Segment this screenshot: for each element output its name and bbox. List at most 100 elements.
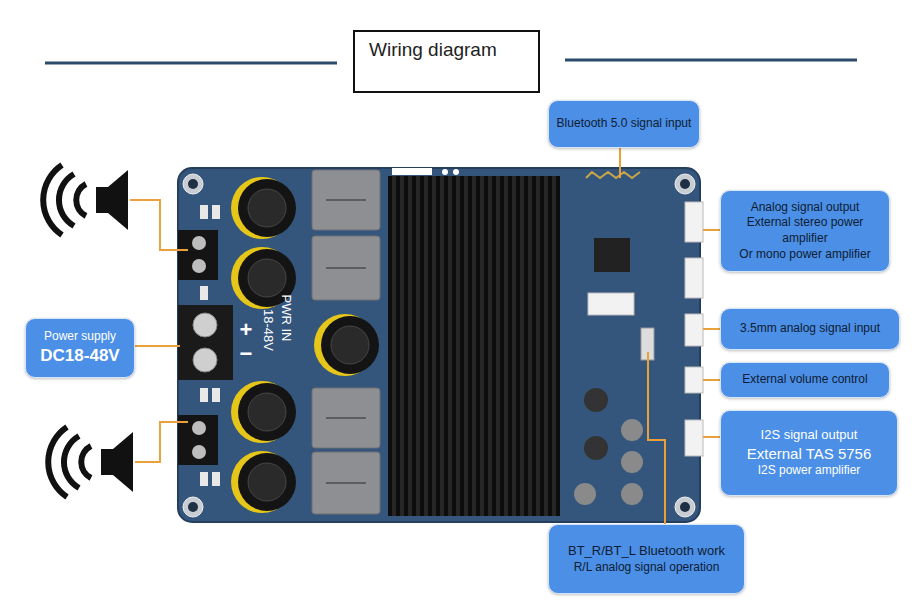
connector — [685, 314, 703, 346]
callout-box: 3.5mm analog signal input — [720, 308, 900, 350]
capacitor-top — [248, 463, 286, 501]
callout-box: BT_R/BT_L Bluetooth workR/L analog signa… — [548, 524, 745, 594]
connector — [685, 420, 703, 456]
callout-text: External stereo power amplifier — [727, 215, 883, 246]
callout-text: Analog signal output — [751, 200, 860, 216]
leader-line — [703, 436, 720, 438]
small-capacitor — [621, 451, 643, 473]
capacitor-top — [248, 259, 286, 297]
mounting-hole — [183, 174, 203, 194]
speaker-wave — [48, 427, 67, 497]
smd-part — [200, 472, 208, 486]
connector — [685, 258, 703, 298]
leader-line — [619, 148, 621, 178]
inductor — [312, 452, 380, 514]
bluetooth-chip — [594, 238, 630, 272]
speaker-terminal — [178, 230, 218, 280]
callout-box: Bluetooth 5.0 signal input — [548, 100, 700, 148]
mounting-hole — [183, 497, 203, 517]
title-box: Wiring diagram — [353, 30, 540, 93]
leader-line — [648, 352, 665, 524]
small-capacitor — [574, 483, 596, 505]
inductor-mark — [326, 417, 366, 419]
inductor-mark — [326, 199, 366, 201]
smd-part — [212, 205, 220, 219]
speaker-icon — [108, 170, 128, 230]
mounting-hole — [680, 179, 690, 189]
capacitor-top — [248, 393, 286, 431]
mounting-hole — [680, 502, 690, 512]
mounting-hole — [675, 174, 695, 194]
mounting-hole — [675, 497, 695, 517]
leader-line — [130, 200, 188, 250]
small-inductor — [584, 388, 608, 412]
callout-text: Bluetooth 5.0 signal input — [557, 116, 692, 132]
speaker-wave — [76, 184, 86, 216]
leader-line — [135, 345, 180, 347]
terminal-screw — [192, 421, 206, 435]
led — [453, 169, 459, 175]
speaker-icon — [101, 449, 113, 475]
led — [442, 169, 448, 175]
silkscreen-label: 18-48V — [261, 309, 276, 351]
speaker-icon — [113, 432, 133, 492]
mounting-hole — [188, 502, 198, 512]
leader-line — [703, 379, 720, 381]
inductor — [312, 170, 380, 230]
heatsink — [388, 176, 560, 516]
mounting-hole — [188, 179, 198, 189]
connector — [685, 202, 703, 242]
callout-text: External volume control — [742, 372, 867, 388]
callout-text: BT_R/BT_L Bluetooth work — [568, 543, 725, 560]
smd-part — [200, 205, 208, 219]
callout-box: Power supplyDC18-48V — [25, 318, 135, 378]
speaker-wave — [81, 446, 91, 478]
inductor-mark — [326, 482, 366, 484]
callout-text: External TAS 5756 — [747, 444, 872, 464]
speaker-icon — [96, 187, 108, 213]
heatsink-sticker — [392, 168, 432, 175]
small-capacitor — [621, 419, 643, 441]
speaker-wave — [43, 165, 62, 235]
connector — [588, 293, 634, 315]
callout-text: DC18-48V — [40, 345, 119, 367]
capacitor-top — [248, 189, 286, 227]
callout-text: 3.5mm analog signal input — [740, 321, 880, 337]
terminal-screw — [193, 348, 217, 372]
inductor-mark — [326, 267, 366, 269]
small-capacitor — [621, 483, 643, 505]
diagram-title: Wiring diagram — [369, 39, 540, 61]
speaker-wave — [59, 174, 74, 226]
callout-box: External volume control — [720, 362, 890, 398]
header-rule — [565, 59, 857, 62]
callout-text: Or mono power amplifier — [739, 247, 870, 263]
callout-text: R/L analog signal operation — [574, 560, 720, 576]
inductor — [312, 388, 380, 448]
smd-part — [200, 388, 208, 402]
heatsink-fins — [388, 176, 560, 516]
terminal-screw — [193, 313, 217, 337]
connector — [685, 367, 703, 393]
smd-part — [212, 388, 220, 402]
speaker-wave — [64, 436, 79, 488]
silkscreen-label: + — [240, 317, 253, 343]
terminal-screw — [192, 236, 206, 250]
capacitor — [321, 316, 379, 374]
leader-line — [135, 422, 188, 462]
capacitor — [238, 453, 296, 511]
pcb-board — [178, 168, 700, 522]
small-inductor — [584, 436, 608, 460]
leader-line — [703, 328, 720, 330]
leader-line — [703, 229, 720, 231]
capacitor-top — [331, 326, 369, 364]
power-terminal — [178, 305, 233, 380]
smd-part — [200, 286, 208, 300]
callout-text: I2S signal output — [761, 427, 858, 444]
silkscreen-label: − — [240, 341, 253, 367]
terminal-screw — [192, 445, 206, 459]
title-frame — [354, 31, 539, 92]
silkscreen-label: PWR IN — [279, 295, 294, 342]
header-rule — [45, 62, 337, 65]
